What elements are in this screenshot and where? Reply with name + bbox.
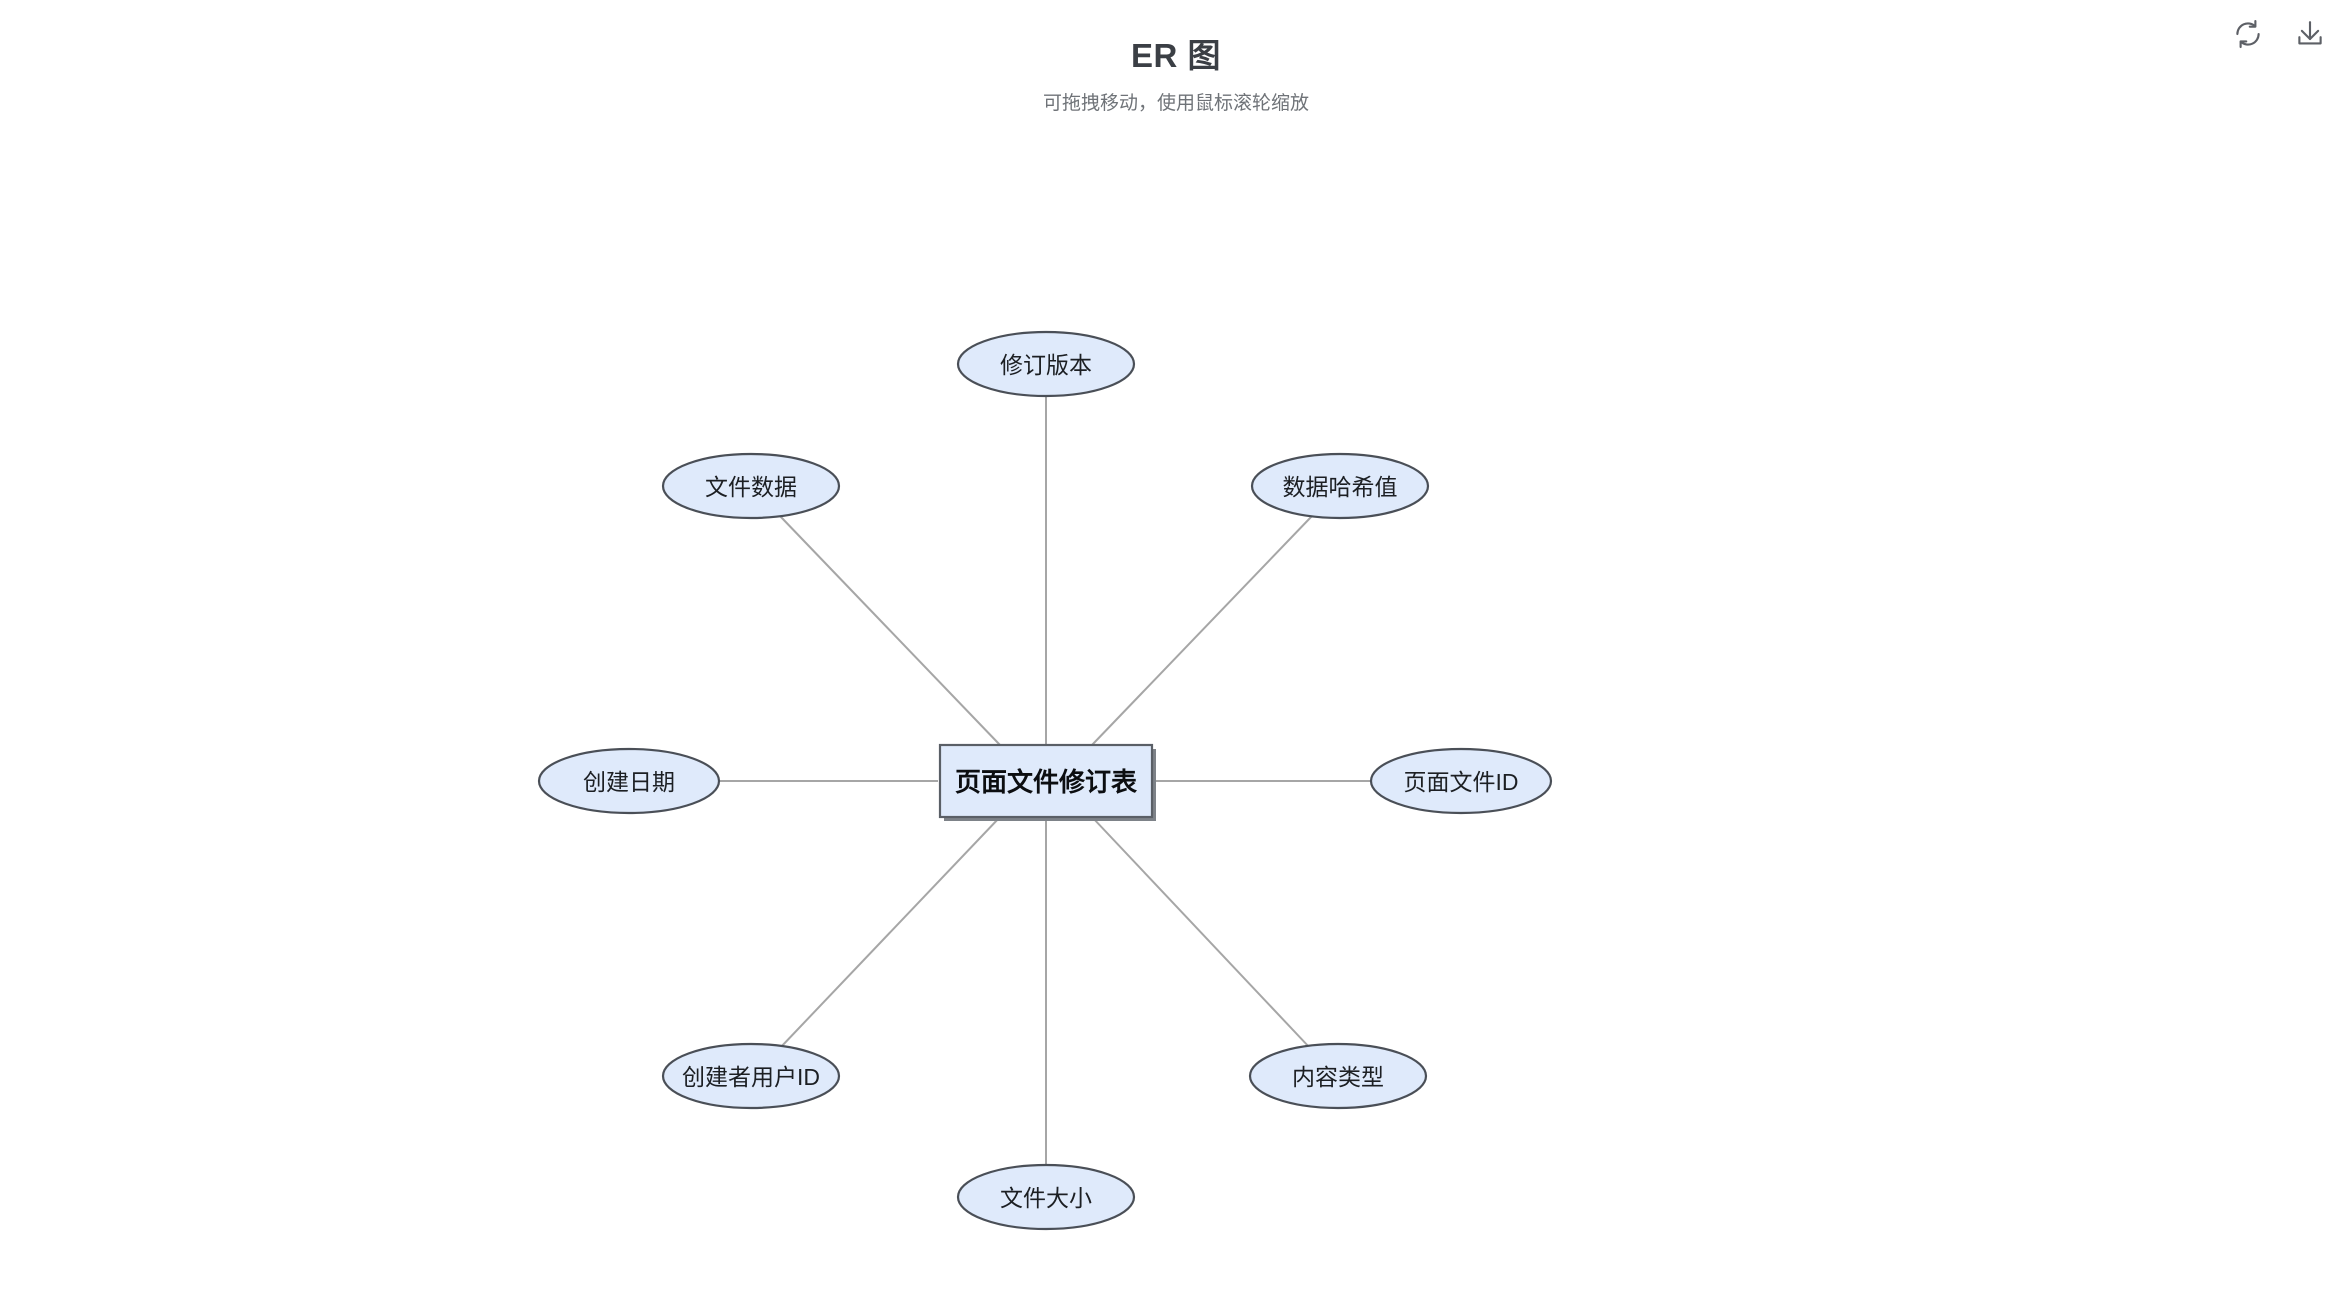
edges-group — [719, 396, 1371, 1165]
attribute-label: 文件大小 — [1000, 1185, 1092, 1211]
attribute-label: 修订版本 — [1000, 352, 1092, 378]
attribute-label: 创建日期 — [583, 769, 675, 795]
attribute-ellipse[interactable] — [1369, 747, 1553, 815]
attribute-node-5[interactable]: 创建者用户ID — [661, 1042, 841, 1110]
attribute-label: 页面文件ID — [1404, 769, 1519, 795]
attribute-ellipse[interactable] — [956, 1163, 1136, 1231]
attribute-label: 数据哈希值 — [1283, 474, 1398, 500]
attribute-node-0[interactable]: 修订版本 — [956, 330, 1136, 398]
attribute-node-1[interactable]: 文件数据 — [661, 452, 841, 520]
attribute-node-4[interactable]: 页面文件ID — [1369, 747, 1553, 815]
edge-数据哈希值 — [1091, 515, 1313, 746]
attribute-node-3[interactable]: 创建日期 — [537, 747, 721, 815]
edge-内容类型 — [1091, 816, 1311, 1049]
attribute-node-7[interactable]: 文件大小 — [956, 1163, 1136, 1231]
attribute-label: 内容类型 — [1292, 1064, 1384, 1090]
edge-创建者用户ID — [779, 816, 1001, 1049]
download-icon — [2295, 19, 2325, 49]
attribute-label: 文件数据 — [705, 474, 797, 500]
toolbar — [2228, 0, 2352, 54]
attribute-ellipse[interactable] — [537, 747, 721, 815]
download-button[interactable] — [2290, 14, 2330, 54]
entity-label: 页面文件修订表 — [955, 767, 1138, 797]
edge-文件数据 — [779, 515, 1001, 746]
attribute-ellipse[interactable] — [661, 452, 841, 520]
attribute-ellipse[interactable] — [1250, 452, 1430, 520]
refresh-button[interactable] — [2228, 14, 2268, 54]
attribute-node-6[interactable]: 内容类型 — [1248, 1042, 1428, 1110]
refresh-icon — [2233, 19, 2263, 49]
attribute-label: 创建者用户ID — [682, 1064, 820, 1090]
entity-rect[interactable] — [938, 743, 1154, 819]
attribute-node-2[interactable]: 数据哈希值 — [1250, 452, 1430, 520]
entity-node[interactable]: 页面文件修订表 — [938, 743, 1156, 821]
attribute-ellipse[interactable] — [1248, 1042, 1428, 1110]
attribute-ellipse[interactable] — [661, 1042, 841, 1110]
attribute-ellipse[interactable] — [956, 330, 1136, 398]
